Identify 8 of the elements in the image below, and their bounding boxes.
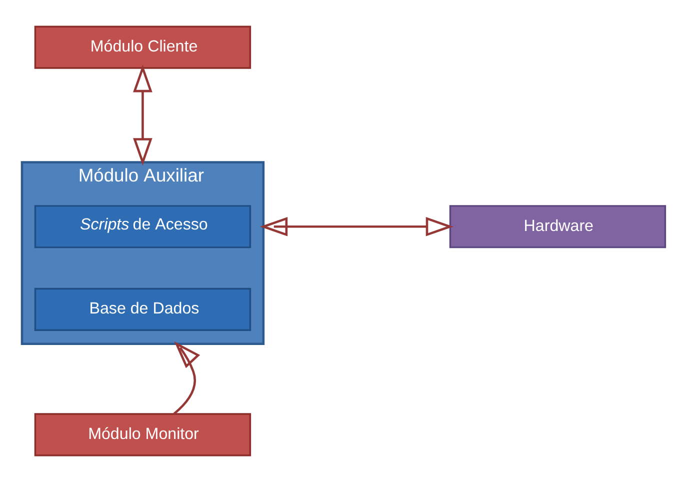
node-box: Scripts de Acesso [34,204,252,248]
node-box: Módulo Monitor [34,412,252,456]
node-box: Hardware [449,204,666,248]
arrow [133,64,152,166]
node-box: Módulo Cliente [34,25,252,68]
node-box: Base de Dados [34,287,252,330]
arrow [260,216,454,236]
arrow [173,340,200,414]
